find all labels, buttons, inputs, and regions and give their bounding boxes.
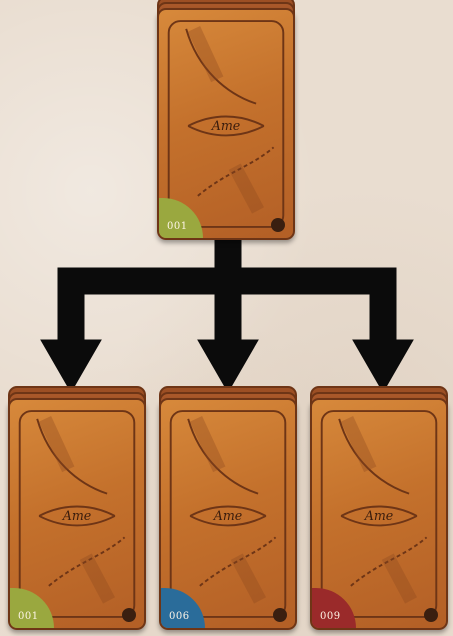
card-number: 006 (169, 611, 190, 622)
card-top[interactable]: Ame 001 (157, 8, 295, 240)
card-right[interactable]: Ame 009 (310, 398, 448, 630)
card-middle[interactable]: Ame 006 (159, 398, 297, 630)
emblem-icon (424, 608, 438, 622)
arrow-right-shaft (370, 268, 396, 344)
card-number: 001 (18, 611, 39, 622)
card-brand-logo: Ame (213, 508, 243, 523)
card-number: 001 (167, 221, 188, 232)
emblem-icon (122, 608, 136, 622)
card-brand-logo: Ame (62, 508, 92, 523)
arrow-middle-shaft (215, 268, 241, 344)
emblem-icon (271, 218, 285, 232)
card-brand-logo: Ame (364, 508, 394, 523)
arrow-left-shaft (58, 268, 84, 344)
arrow-left-head (41, 340, 101, 392)
card-brand-logo: Ame (211, 118, 241, 133)
emblem-icon (273, 608, 287, 622)
card-number: 009 (320, 611, 341, 622)
arrow-middle-head (198, 340, 258, 392)
arrow-right-head (353, 340, 413, 392)
card-left[interactable]: Ame 001 (8, 398, 146, 630)
